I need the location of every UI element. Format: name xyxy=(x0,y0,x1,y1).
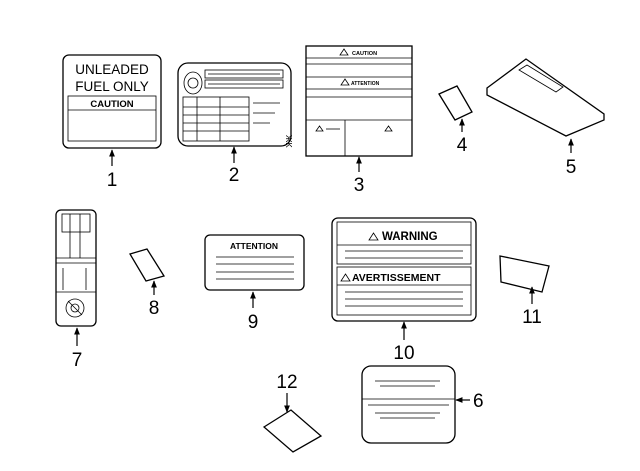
visor-label: 5 xyxy=(486,58,605,178)
stacked-label: 6 xyxy=(361,365,484,444)
fuel-label-caution: CAUTION xyxy=(90,99,133,110)
small-label-12: 12 xyxy=(262,372,323,453)
callout-4: 4 xyxy=(457,135,468,156)
label-9-heading: ATTENTION xyxy=(230,241,278,251)
caution-attention-label: CAUTION ATTENTION 3 xyxy=(305,45,413,196)
callout-8: 8 xyxy=(149,298,160,319)
callout-12: 12 xyxy=(276,372,297,393)
callout-2: 2 xyxy=(229,165,240,186)
callout-3: 3 xyxy=(354,175,365,196)
fuel-label-line-1: UNLEADED xyxy=(75,62,149,77)
small-label-4: 4 xyxy=(438,85,473,156)
label-3-caution: CAUTION xyxy=(352,51,377,57)
label-10-warning: WARNING xyxy=(382,231,438,243)
warning-label: WARNING AVERTISSEMENT 10 xyxy=(331,217,477,364)
label-3-attention: ATTENTION xyxy=(351,81,380,87)
callout-5: 5 xyxy=(566,157,577,178)
callout-7: 7 xyxy=(72,350,83,371)
fuel-label-line-2: FUEL ONLY xyxy=(75,79,149,94)
small-label-8: 8 xyxy=(129,248,166,319)
callout-1: 1 xyxy=(107,170,118,191)
callout-9: 9 xyxy=(248,312,259,333)
small-label-11: 11 xyxy=(499,255,550,328)
vertical-strip-label: 7 xyxy=(55,209,97,371)
attention-label: ATTENTION 9 xyxy=(204,234,305,333)
svg-text:ЖK: ЖK xyxy=(284,135,293,148)
fuel-label: UNLEADED FUEL ONLY CAUTION 1 xyxy=(62,54,162,191)
callout-6: 6 xyxy=(473,391,484,412)
callout-10: 10 xyxy=(393,343,414,364)
label-10-avertissement: AVERTISSEMENT xyxy=(352,272,441,284)
tire-placard: ЖK 2 xyxy=(177,62,293,186)
callout-11: 11 xyxy=(522,307,542,328)
